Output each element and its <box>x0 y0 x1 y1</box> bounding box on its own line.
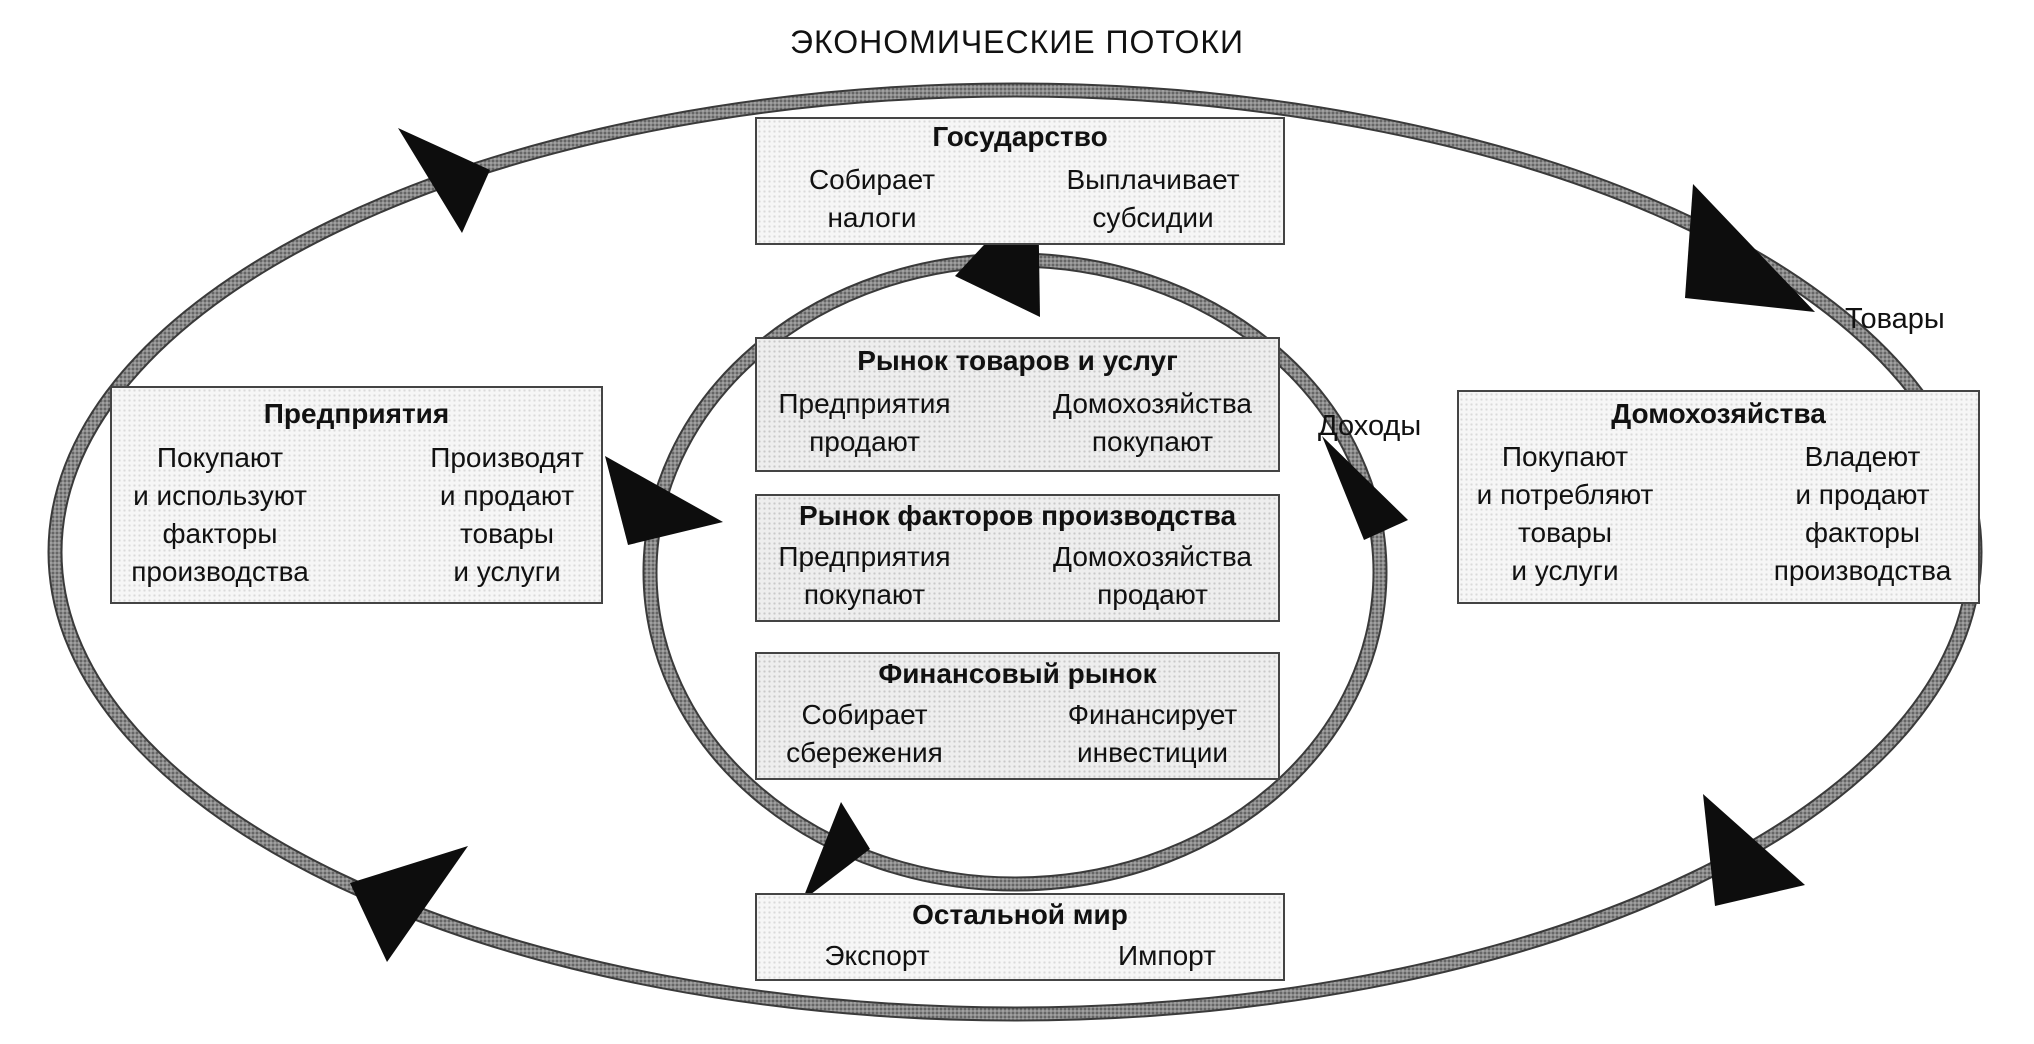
firms-left-text: Покупают и используют факторы производст… <box>131 442 309 587</box>
state-right-text: Выплачивает субсидии <box>1066 164 1240 233</box>
households-box: Домохозяйства Покупают и потребляют това… <box>1457 390 1980 604</box>
state-left-text: Собирает налоги <box>808 164 936 233</box>
households-title: Домохозяйства <box>1611 398 1826 429</box>
outer-arrow-top-right <box>1685 184 1815 312</box>
goods-market-title: Рынок товаров и услуг <box>857 345 1178 376</box>
state-box: Государство Собирает налоги Выплачивает … <box>755 117 1285 245</box>
inner-arrow-left <box>605 456 723 545</box>
factor-market-right-text: Домохозяйства продают <box>1053 541 1252 610</box>
goods-market-right-text: Домохозяйства покупают <box>1053 388 1252 457</box>
goods-market-box: Рынок товаров и услуг Предприятия продаю… <box>755 337 1280 472</box>
households-left-text: Покупают и потребляют товары и услуги <box>1476 441 1654 586</box>
outer-arrow-top-left <box>398 128 490 233</box>
firms-box: Предприятия Покупают и используют фактор… <box>110 386 603 604</box>
factor-market-left-text: Предприятия покупают <box>778 541 951 610</box>
state-title: Государство <box>932 121 1108 152</box>
financial-market-box: Финансовый рынок Собирает сбережения Фин… <box>755 652 1280 780</box>
inner-arrow-bottom <box>802 802 870 901</box>
rest-of-world-left-text: Экспорт <box>824 940 930 971</box>
firms-right-text: Производят и продают товары и услуги <box>430 442 584 587</box>
rest-of-world-title: Остальной мир <box>912 899 1128 930</box>
outer-arrow-bottom-right <box>1703 794 1805 906</box>
goods-flow-label: Товары <box>1845 303 1945 335</box>
factor-market-box: Рынок факторов производства Предприятия … <box>755 494 1280 622</box>
rest-of-world-box: Остальной мир Экспорт Импорт <box>755 893 1285 981</box>
rest-of-world-right-text: Импорт <box>1118 940 1216 971</box>
households-right-text: Владеют и продают факторы производства <box>1773 441 1952 586</box>
financial-market-left-text: Собирает сбережения <box>786 699 943 768</box>
inner-arrow-right <box>1322 436 1408 540</box>
financial-market-title: Финансовый рынок <box>878 658 1157 689</box>
outer-arrow-bottom-left <box>350 846 468 962</box>
financial-market-right-text: Финансирует инвестиции <box>1067 699 1238 768</box>
factor-market-title: Рынок факторов производства <box>798 500 1237 531</box>
goods-market-left-text: Предприятия продают <box>778 388 951 457</box>
firms-title: Предприятия <box>263 398 450 429</box>
diagram-title: ЭКОНОМИЧЕСКИЕ ПОТОКИ <box>789 24 1244 60</box>
income-flow-label: Доходы <box>1318 410 1422 442</box>
